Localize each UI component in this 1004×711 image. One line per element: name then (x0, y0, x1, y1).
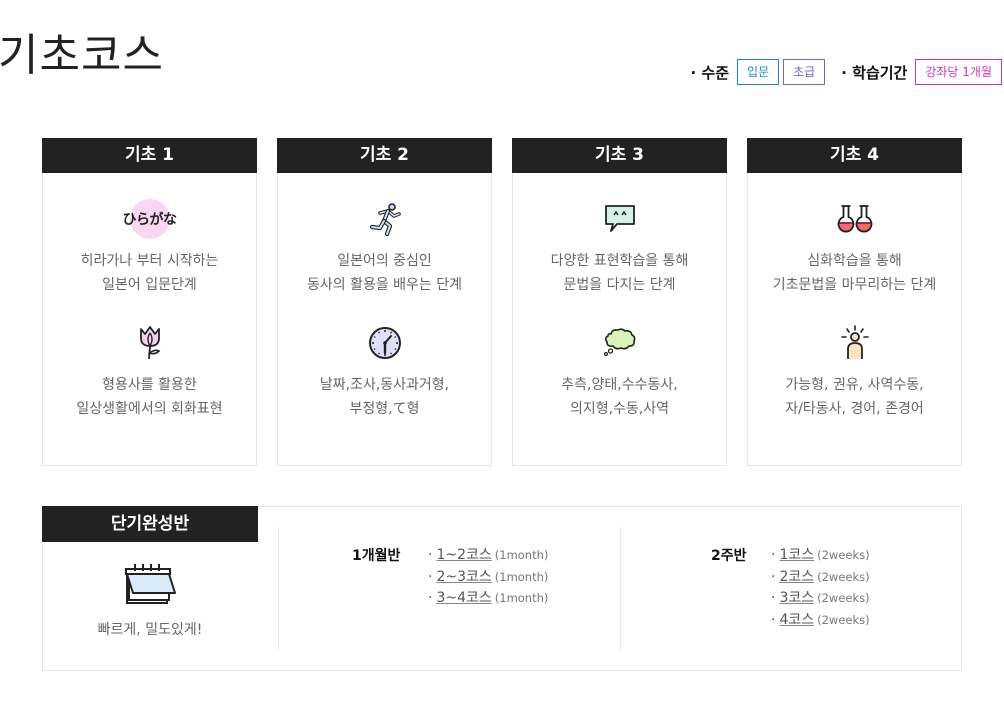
level-tag-intro[interactable]: 입문 (737, 59, 780, 85)
running-person-icon (365, 199, 405, 239)
course-cards: 기초 1 ひらがな 히라가나 부터 시작하는 일본어 입문단계 형용사를 활용한… (42, 138, 962, 466)
plan-item[interactable]: ·1~2코스(1month) (428, 547, 549, 563)
card-desc-1: 다양한 표현학습을 통해 문법을 다지는 단계 (550, 253, 689, 293)
card-title: 기초 4 (747, 138, 962, 173)
card-desc-2: 추측,양태,수수동사, 의지형,수동,사역 (561, 377, 678, 417)
clock-icon (365, 323, 405, 363)
calendar-icon (122, 562, 178, 606)
plan-item[interactable]: ·3코스(2weeks) (771, 590, 870, 606)
hiragana-icon: ひらがな (120, 199, 180, 239)
card-desc-1: 히라가나 부터 시작하는 일본어 입문단계 (80, 253, 219, 293)
plan-name: 2주반 (711, 548, 747, 564)
idea-person-icon (835, 323, 875, 363)
short-course-title: 단기완성반 (42, 506, 258, 542)
plan-item[interactable]: ·2코스(2weeks) (771, 568, 870, 585)
plan-item[interactable]: ·4코스(2weeks) (771, 611, 870, 628)
divider (278, 527, 279, 650)
course-meta: · 수준 입문 초급 · 학습기간 강좌당 1개월 (690, 59, 1002, 85)
course-link[interactable]: 4코스 (779, 611, 815, 628)
course-link[interactable]: 3코스 (779, 590, 815, 606)
tulip-icon (130, 323, 170, 363)
period-tag[interactable]: 강좌당 1개월 (915, 59, 1002, 85)
card-desc-2: 가능형, 권유, 사역수동, 자/타동사, 경어, 존경어 (785, 377, 924, 417)
course-card-basic-3[interactable]: 기초 3 다양한 표현학습을 통해 문법을 다지는 단계 추측,양태,수수동사,… (512, 138, 727, 466)
card-desc-2: 형용사를 활용한 일상생활에서의 회화표현 (76, 377, 223, 417)
course-card-basic-2[interactable]: 기초 2 일본어의 중심인 동사의 활용을 배우는 단계 (277, 138, 492, 466)
card-title: 기초 3 (512, 138, 727, 173)
plan-2-weeks: 2주반 ·1코스(2weeks) ·2코스(2weeks) ·3코스(2week… (711, 545, 870, 631)
plan-item[interactable]: ·2~3코스(1month) (428, 568, 549, 585)
level-tag-beginner[interactable]: 초급 (783, 59, 826, 85)
card-desc-2: 날짜,조사,동사과거형, 부정형,て형 (319, 377, 450, 417)
hiragana-icon-text: ひらがな (122, 212, 178, 228)
flasks-icon (835, 199, 875, 239)
course-link[interactable]: 1~2코스 (436, 547, 492, 563)
divider (620, 527, 621, 650)
plan-name: 1개월반 (352, 548, 401, 564)
card-title: 기초 1 (42, 138, 257, 173)
card-title: 기초 2 (277, 138, 492, 173)
course-link[interactable]: 2코스 (779, 568, 815, 585)
course-link[interactable]: 2~3코스 (436, 568, 492, 585)
level-label: · 수준 (690, 63, 730, 82)
course-card-basic-1[interactable]: 기초 1 ひらがな 히라가나 부터 시작하는 일본어 입문단계 형용사를 활용한… (42, 138, 257, 466)
card-desc-1: 일본어의 중심인 동사의 활용을 배우는 단계 (306, 253, 463, 293)
plan-1-month: 1개월반 ·1~2코스(1month) ·2~3코스(1month) ·3~4코… (352, 545, 548, 610)
speech-bubble-icon (600, 199, 640, 239)
plan-item[interactable]: ·3~4코스(1month) (428, 590, 549, 606)
course-card-basic-4[interactable]: 기초 4 심화학습을 통해 기초문법을 마무리하는 단계 (747, 138, 962, 466)
thought-bubble-icon (600, 323, 640, 363)
plan-item[interactable]: ·1코스(2weeks) (771, 547, 870, 563)
course-link[interactable]: 1코스 (779, 547, 815, 563)
period-label: · 학습기간 (841, 63, 908, 82)
short-course-section: 단기완성반 빠르게, 밀도있게! 1개월반 ·1~2코스(1month) ·2~… (42, 506, 962, 671)
page-title: 기초코스 (0, 30, 164, 81)
course-link[interactable]: 3~4코스 (436, 590, 492, 606)
short-course-desc: 빠르게, 밀도있게! (97, 622, 203, 638)
short-course-summary: 단기완성반 빠르게, 밀도있게! (42, 506, 258, 642)
card-desc-1: 심화학습을 통해 기초문법을 마무리하는 단계 (772, 253, 937, 293)
